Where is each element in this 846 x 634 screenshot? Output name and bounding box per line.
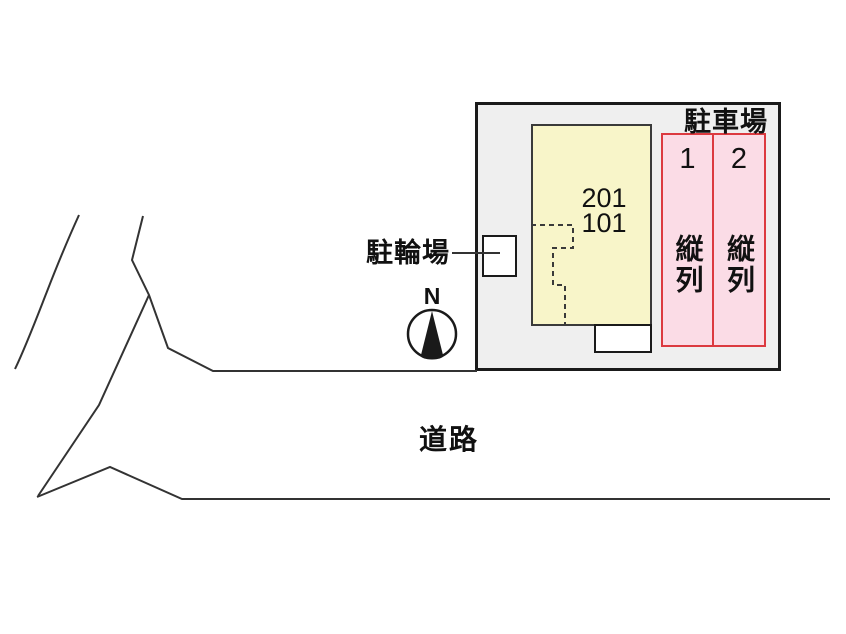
- unit-number-201: 201: [581, 183, 627, 213]
- building-annex-box: [594, 324, 652, 353]
- road-lower-edge-line: [36, 465, 830, 500]
- unit-number-101: 101: [581, 208, 627, 238]
- building-unit-numbers: 201 101: [576, 183, 632, 238]
- bicycle-parking-label: 駐輪場: [366, 238, 450, 268]
- parking-stall-2: 2 縦列: [712, 133, 766, 347]
- boundary-diagonal-line: [37, 294, 150, 497]
- bicycle-parking-box: [482, 235, 517, 277]
- boundary-curve-line: [14, 214, 80, 370]
- stall-1-number: 1: [679, 143, 696, 175]
- stall-1-tandem-label: 縦列: [672, 234, 704, 296]
- compass-north-label: N: [423, 283, 441, 309]
- compass-needle-base: [421, 352, 443, 360]
- compass-needle: [421, 311, 443, 355]
- parking-area-title: 駐車場: [684, 107, 768, 137]
- stall-2-number: 2: [730, 143, 748, 175]
- compass-north-icon: [406, 308, 458, 360]
- compass-circle: [406, 308, 458, 360]
- parking-stall-1: 1 縦列: [661, 133, 714, 347]
- road-label: 道路: [419, 424, 480, 455]
- stall-2-tandem-label: 縦列: [724, 234, 755, 296]
